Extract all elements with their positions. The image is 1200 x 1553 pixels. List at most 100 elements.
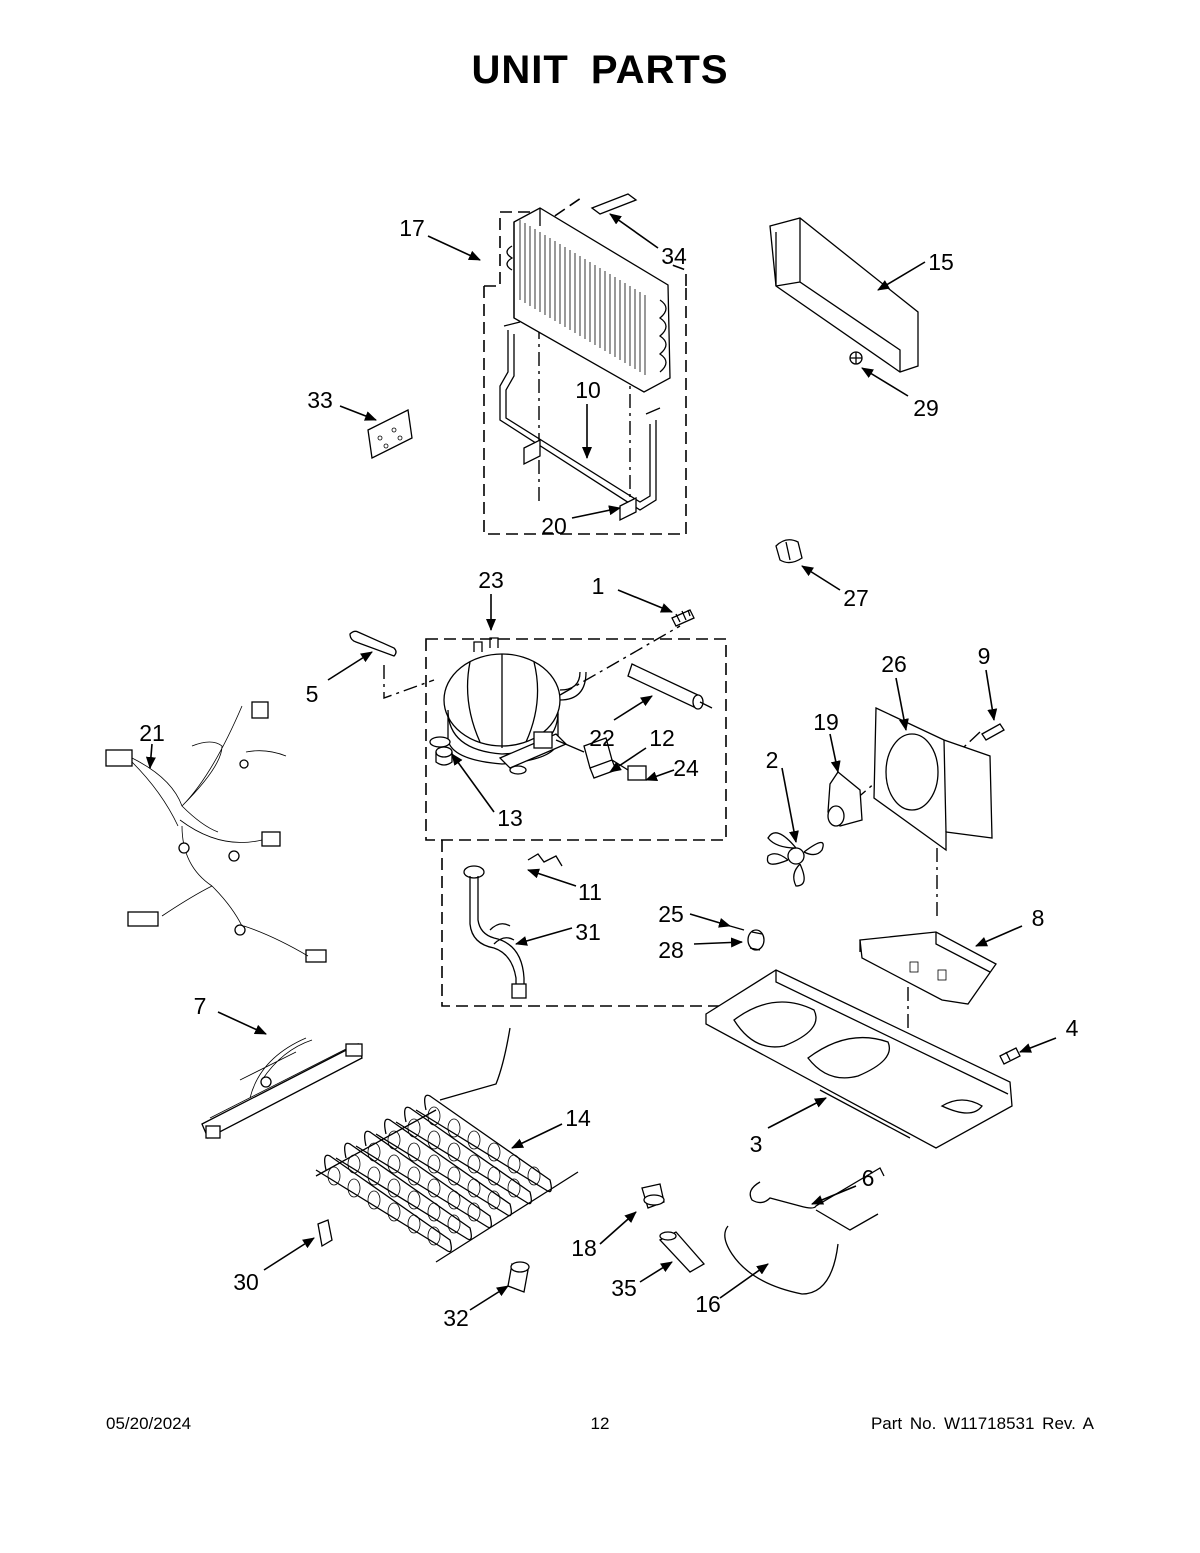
footer-date: 05/20/2024 — [106, 1414, 192, 1433]
callout-label-31: 31 — [575, 919, 601, 945]
callout-label-1: 1 — [592, 573, 605, 599]
page-title: UNIT PARTS — [471, 48, 729, 92]
callout-label-12: 12 — [649, 725, 675, 751]
part-13-grommet — [435, 746, 453, 766]
part-24-cover — [611, 759, 647, 781]
callout-arrow-9 — [985, 669, 998, 721]
callout-17: 17 — [399, 215, 481, 261]
callout-16: 16 — [695, 1263, 769, 1317]
callout-label-34: 34 — [661, 243, 687, 269]
callout-arrow-22 — [613, 695, 653, 721]
callout-label-23: 23 — [478, 567, 504, 593]
callout-19: 19 — [813, 709, 841, 773]
callout-label-32: 32 — [443, 1305, 469, 1331]
callout-13: 13 — [451, 753, 523, 831]
callout-arrow-3 — [767, 1097, 827, 1129]
callout-label-9: 9 — [978, 643, 991, 669]
part-3-base-plate — [705, 969, 1013, 1149]
callout-label-17: 17 — [399, 215, 425, 241]
callout-label-14: 14 — [565, 1105, 591, 1131]
callout-28: 28 — [658, 937, 743, 963]
callout-arrow-25 — [689, 913, 731, 928]
callout-33: 33 — [307, 387, 377, 421]
callout-35: 35 — [611, 1261, 673, 1301]
callout-label-29: 29 — [913, 395, 939, 421]
part-26-shroud — [873, 706, 993, 852]
callout-18: 18 — [571, 1211, 637, 1261]
callout-arrow-26 — [895, 677, 909, 731]
part-9-screw — [981, 723, 1005, 741]
part-6-line — [749, 1167, 885, 1231]
callout-31: 31 — [515, 919, 601, 946]
callout-7: 7 — [194, 993, 267, 1035]
callout-11: 11 — [527, 868, 602, 905]
callout-arrow-32 — [469, 1285, 509, 1311]
part-1-bolt — [671, 609, 695, 627]
part-14-coil — [315, 1027, 579, 1263]
callout-arrow-30 — [263, 1237, 315, 1271]
callout-label-3: 3 — [750, 1131, 763, 1157]
callout-10: 10 — [575, 377, 601, 459]
part-10-drain-loop — [499, 321, 661, 522]
callout-arrow-34 — [609, 213, 659, 249]
callout-arrow-1 — [617, 589, 673, 613]
footer-part-number: Part No. W11718531 Rev. A — [870, 1414, 1094, 1433]
callout-12: 12 — [609, 725, 675, 773]
callout-30: 30 — [233, 1237, 315, 1295]
callout-label-26: 26 — [881, 651, 907, 677]
part-27-clamp — [775, 539, 803, 564]
callout-9: 9 — [978, 643, 998, 721]
part-18-fitting — [641, 1183, 665, 1209]
callout-label-21: 21 — [139, 720, 165, 746]
callout-arrow-20 — [571, 505, 621, 519]
part-21-harness — [105, 701, 327, 963]
callout-arrow-19 — [829, 733, 841, 773]
part-19-fan-motor — [827, 771, 863, 827]
callout-label-25: 25 — [658, 901, 684, 927]
callout-27: 27 — [801, 565, 869, 611]
callout-6: 6 — [811, 1165, 874, 1205]
callout-label-33: 33 — [307, 387, 333, 413]
callout-label-18: 18 — [571, 1235, 597, 1261]
callout-arrow-4 — [1019, 1037, 1057, 1053]
callout-arrow-14 — [511, 1123, 563, 1149]
callout-5: 5 — [306, 651, 373, 707]
callout-arrow-16 — [719, 1263, 769, 1299]
callout-label-22: 22 — [589, 725, 615, 751]
callout-arrow-18 — [599, 1211, 637, 1245]
callout-arrow-15 — [877, 261, 926, 291]
callout-arrow-28 — [693, 937, 743, 948]
part-16-line — [724, 1225, 839, 1295]
callout-14: 14 — [511, 1105, 591, 1149]
callout-arrow-5 — [327, 651, 373, 681]
callout-label-20: 20 — [541, 513, 567, 539]
callout-1: 1 — [592, 573, 673, 613]
part-22-drier — [627, 663, 713, 710]
callout-label-19: 19 — [813, 709, 839, 735]
callout-label-10: 10 — [575, 377, 601, 403]
part-15-cover — [769, 217, 919, 373]
callout-label-13: 13 — [497, 805, 523, 831]
part-8-bracket — [859, 931, 997, 1005]
callout-arrow-12 — [609, 747, 647, 773]
part-34-strip — [590, 193, 638, 215]
callout-label-16: 16 — [695, 1291, 721, 1317]
callout-29: 29 — [861, 367, 939, 421]
part-12-relay — [555, 737, 617, 779]
callout-arrow-35 — [639, 1261, 673, 1283]
part-29-clip — [849, 351, 863, 365]
callout-label-24: 24 — [673, 755, 699, 781]
part-25-pin — [729, 925, 745, 931]
footer-page-number: 12 — [590, 1414, 610, 1433]
callout-arrow-21 — [145, 743, 156, 769]
callout-label-35: 35 — [611, 1275, 637, 1301]
callout-24: 24 — [645, 755, 699, 781]
part-2-fan-blade — [766, 832, 824, 887]
callout-34: 34 — [609, 213, 687, 269]
callout-label-7: 7 — [194, 993, 207, 1019]
callout-arrow-17 — [427, 235, 481, 261]
part-4-screw — [999, 1047, 1021, 1065]
callout-20: 20 — [541, 505, 621, 539]
